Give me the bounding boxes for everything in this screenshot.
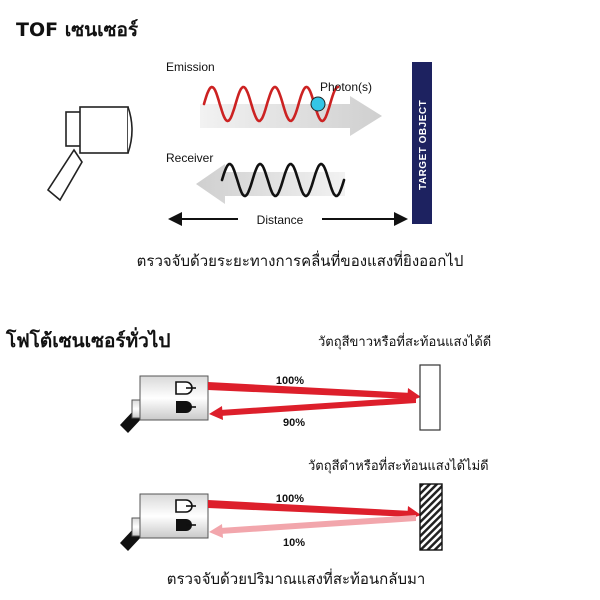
target-object [412, 62, 432, 224]
photo-sensor-device-2 [120, 493, 209, 551]
receiver-label: Receiver [166, 151, 213, 165]
white-return-percent: 90% [283, 417, 305, 429]
photon-label: Photon(s) [320, 80, 372, 94]
target-object-label: TARGET OBJECT [418, 100, 429, 190]
receiver-direction-arrow [196, 164, 345, 204]
white-object [419, 364, 441, 431]
emission-direction-arrow [200, 96, 382, 136]
white-return-beam [209, 397, 416, 420]
photo-sensor-device-1 [120, 375, 209, 433]
photon-dot [310, 96, 326, 112]
black-object [419, 483, 443, 551]
black-emit-percent: 100% [276, 493, 304, 505]
receiver-wave [220, 162, 346, 198]
tof-sensor-device [46, 106, 133, 202]
black-return-percent: 10% [283, 537, 305, 549]
black-object-label: วัตถุสีดำหรือที่สะท้อนแสงได้ไม่ดี [308, 457, 489, 474]
distance-label: Distance [257, 213, 304, 227]
photo-title: โฟโต้เซนเซอร์ทั่วไป [5, 327, 170, 352]
white-object-label: วัตถุสีขาวหรือที่สะท้อนแสงได้ดี [318, 333, 491, 350]
tof-caption: ตรวจจับด้วยระยะทางการคลื่นที่ของแสงที่ยิ… [137, 250, 464, 270]
photo-caption: ตรวจจับด้วยปริมาณแสงที่สะท้อนกลับมา [167, 568, 426, 588]
white-emit-percent: 100% [276, 375, 304, 387]
tof-title: TOF เซนเซอร์ [16, 19, 139, 41]
emission-label: Emission [166, 60, 215, 74]
distance-arrow [168, 212, 408, 226]
black-return-beam [209, 515, 416, 538]
